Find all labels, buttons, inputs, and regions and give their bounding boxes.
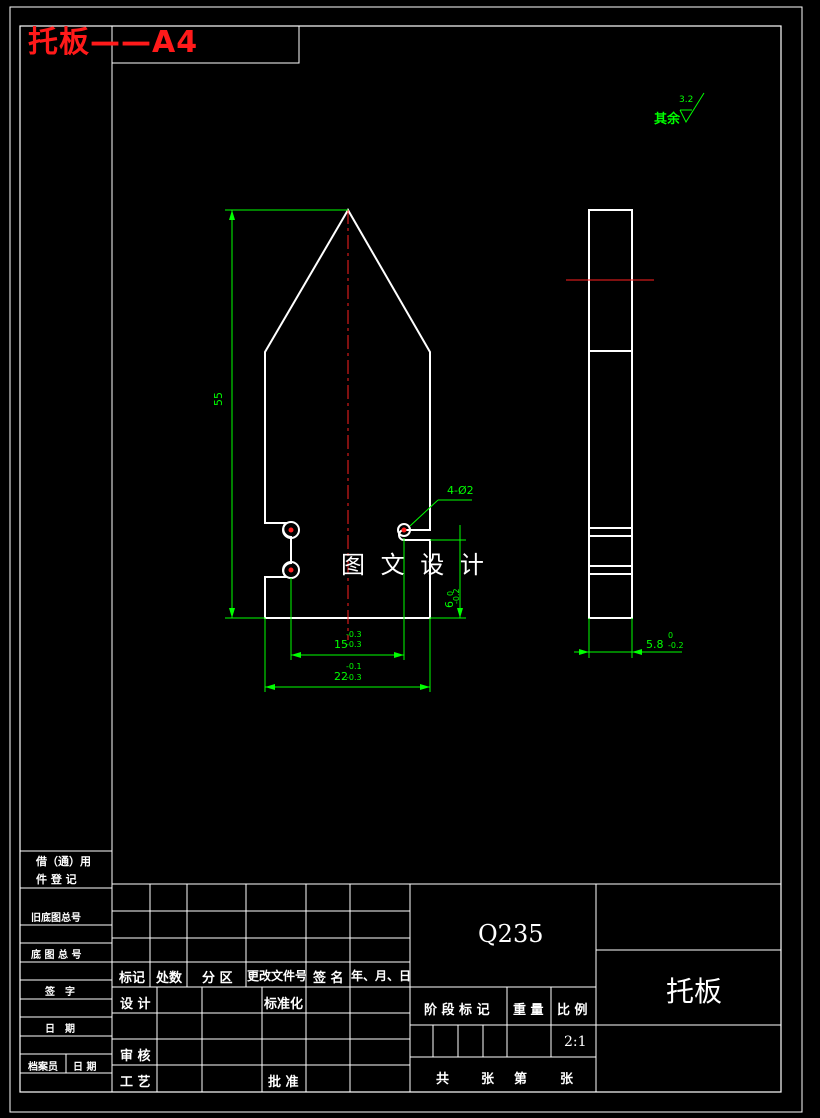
dim-height: 55 [212,392,225,406]
header-zone: 分 区 [202,971,233,986]
label-review: 审 核 [120,1049,151,1064]
label-weight: 重 量 [513,1003,544,1018]
header-doc: 更改文件号 [247,969,308,983]
dimension-arrows [229,210,642,690]
dim-thickness-tol-upper: 0 [668,631,674,640]
outer-frame [9,6,803,1113]
roughness-value: 3.2 [679,95,694,105]
label-sheets-total: 共 [436,1072,450,1087]
part-outline-side [588,209,633,619]
hole [397,523,411,537]
dim-notch-tol-lower: -0.2 [452,588,461,604]
dim-width-tol-lower: -0.3 [346,673,362,682]
watermark: 图 文 设 计 [341,551,488,579]
label-process: 工 艺 [120,1075,151,1090]
label-stage: 阶 段 标 记 [424,1003,490,1018]
label-design: 设 计 [120,997,151,1012]
title-box [111,25,300,64]
label-standard: 标准化 [264,997,304,1012]
label-sheets-unit: 张 [481,1072,495,1087]
header-mark: 标记 [119,971,146,986]
dim-holes: 4-Ø2 [447,484,474,497]
roughness-label: 其余 [654,112,681,127]
title-block-grid [112,883,781,1092]
hole-center-mark [288,567,294,573]
dimension-lines [225,92,705,692]
side-panel-row3: 旧底图总号 [31,913,81,924]
dim-hole-spacing: 15 [334,638,348,651]
side-panel-row6: 日 期 [45,1024,75,1035]
part-name: 托板 [666,975,723,1008]
side-panel-row2: 件 登 记 [36,873,77,886]
label-approve: 批 准 [268,1075,299,1090]
dim-thickness-tol-lower: -0.2 [668,641,684,650]
dim-width: 22 [334,670,348,683]
header-count: 处数 [156,971,183,986]
side-panel-row1: 借（通）用 [36,855,91,868]
dim-hole-spacing-tol-upper: -0.3 [346,630,362,639]
material: Q235 [478,920,544,948]
side-panel-grid [20,850,112,1074]
side-panel-row7b: 日 期 [73,1062,97,1073]
scale-value: 2:1 [564,1034,587,1050]
header-date: 年、月、日 [351,969,412,983]
header-sign: 签 名 [313,971,344,986]
drawing-title: 托板——A4 [28,25,199,60]
side-panel-row5: 签 字 [45,987,75,998]
dim-hole-spacing-tol-lower: -0.3 [346,640,362,649]
hole-center-mark [401,527,407,533]
dim-thickness: 5.8 [646,638,664,651]
label-sheet-no: 第 [514,1072,528,1087]
label-scale: 比 例 [557,1003,588,1018]
hole-center-mark [288,527,294,533]
hole [282,521,300,539]
side-panel-row4: 底 图 总 号 [31,950,82,961]
inner-frame [19,25,782,1093]
side-panel-row7a: 档案员 [28,1062,58,1073]
label-sheet-unit2: 张 [560,1072,574,1087]
dim-width-tol-upper: -0.1 [346,662,362,671]
